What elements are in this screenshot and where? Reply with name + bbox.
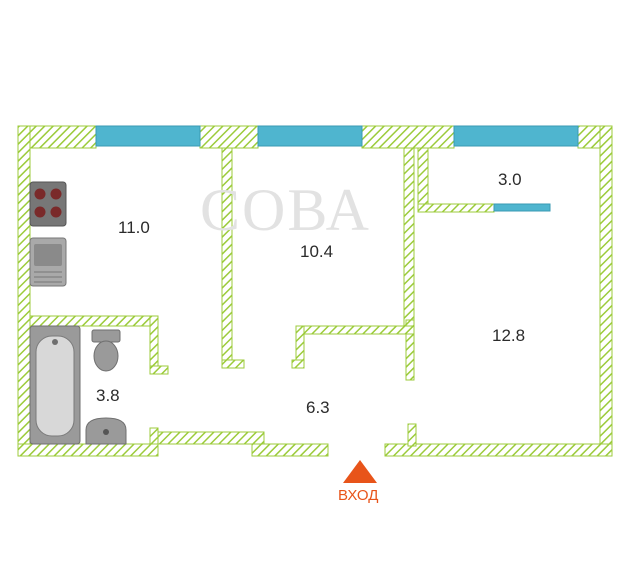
- bathroom-area-label: 3.8: [96, 386, 120, 405]
- storage-area-label: 3.0: [498, 170, 522, 189]
- storage-door: [493, 203, 551, 212]
- stove-icon: [29, 181, 67, 227]
- watermark-text: СОВА: [200, 177, 371, 243]
- toilet-icon: [91, 329, 121, 372]
- kitchen-sink-icon: [29, 237, 67, 287]
- sink-icon: [85, 417, 127, 445]
- windows: [95, 125, 579, 147]
- room-right-area-label: 12.8: [492, 326, 526, 345]
- outer-walls: [17, 125, 613, 457]
- entrance-arrow-icon: [343, 460, 377, 483]
- entrance-label: ВХОД: [338, 487, 379, 504]
- hallway-area-label: 6.3: [306, 398, 330, 417]
- interior-walls: [29, 147, 495, 447]
- bathtub-icon: [29, 325, 81, 445]
- kitchen-area-label: 11.0: [118, 218, 150, 237]
- room-middle-area-label: 10.4: [300, 242, 334, 261]
